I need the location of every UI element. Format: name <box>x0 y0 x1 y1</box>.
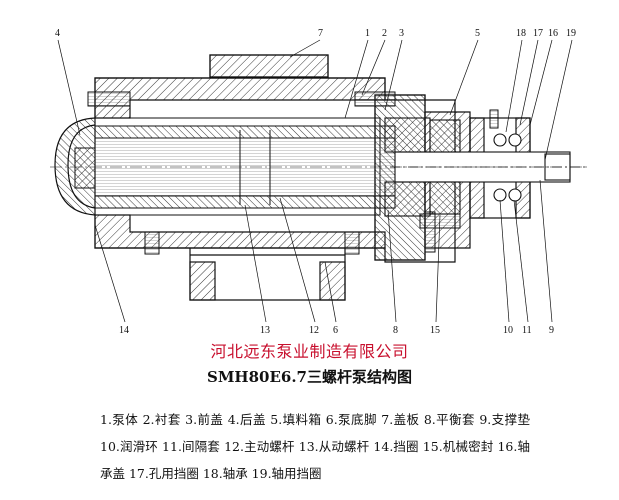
callout-11: 11 <box>522 325 532 336</box>
callout-16: 16 <box>548 28 558 39</box>
callout-1: 1 <box>365 28 370 39</box>
callout-2: 2 <box>382 28 387 39</box>
callout-3: 3 <box>399 28 404 39</box>
callout-7: 7 <box>318 28 323 39</box>
callout-17: 17 <box>533 28 543 39</box>
company-name: 河北远东泵业制造有限公司 <box>210 342 409 361</box>
parts-legend: 1.泵体 2.衬套 3.前盖 4.后盖 5.填料箱 6.泵底脚 7.盖板 8.平… <box>100 412 530 481</box>
callout-19: 19 <box>566 28 576 39</box>
callout-labels: 4 7 1 2 3 5 18 17 16 19 14 13 12 6 8 15 … <box>55 28 576 336</box>
callout-6: 6 <box>333 325 338 336</box>
diagram-title: SMH80E6.7三螺杆泵结构图 <box>206 368 412 386</box>
callout-12: 12 <box>309 325 319 336</box>
callout-13: 13 <box>260 325 270 336</box>
callout-9: 9 <box>549 325 554 336</box>
callout-10: 10 <box>503 325 513 336</box>
leader-lines <box>57 39 573 323</box>
callout-14: 14 <box>119 325 129 336</box>
callout-15: 15 <box>430 325 440 336</box>
callout-8: 8 <box>393 325 398 336</box>
callout-4: 4 <box>55 28 60 39</box>
pump-cross-section-drawing: 4 7 1 2 3 5 18 17 16 19 14 13 12 6 8 15 … <box>50 28 590 336</box>
callout-18: 18 <box>516 28 526 39</box>
bushing-and-screws <box>74 117 396 216</box>
callout-5: 5 <box>475 28 480 39</box>
